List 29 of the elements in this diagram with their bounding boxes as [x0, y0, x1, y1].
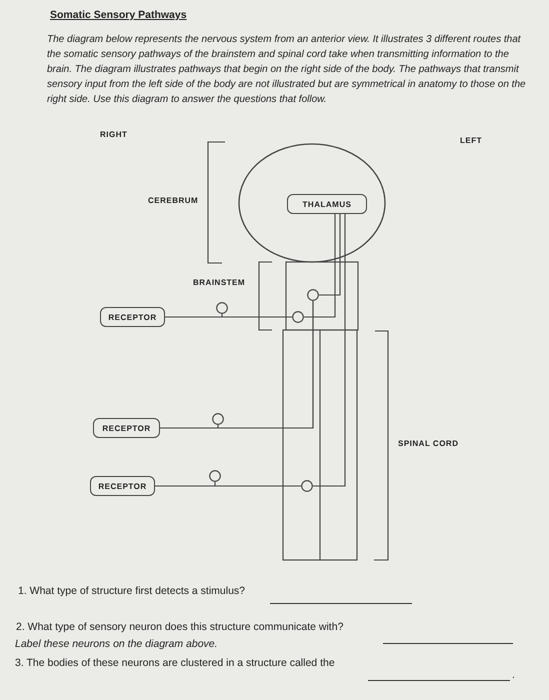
neuron-cell-body — [292, 311, 304, 323]
receptor-box: RECEPTOR — [93, 418, 160, 438]
question-text: 1. What type of structure first detects a stimulus? — [18, 585, 246, 597]
receptor-box: RECEPTOR — [100, 307, 165, 327]
cerebrum-oval — [238, 143, 386, 263]
nerve-fiber-line — [221, 314, 292, 318]
structure-label: SPINAL CORD — [398, 439, 458, 448]
question-text: 3. The bodies of these neurons are clustered in a structure called the — [15, 657, 335, 669]
neuron-cell-body — [301, 480, 313, 492]
nerve-fiber-line — [319, 214, 341, 296]
structure-label: CEREBRUM — [148, 196, 198, 205]
worksheet-title: Somatic Sensory Pathways — [50, 9, 187, 21]
side-label: RIGHT — [100, 130, 128, 139]
structure-label: BRAINSTEM — [193, 278, 246, 287]
side-label: LEFT — [460, 136, 482, 145]
instruction-text: Label these neurons on the diagram above. — [15, 638, 218, 650]
nerve-fiber-line — [217, 301, 314, 429]
nerve-fiber-line — [313, 214, 346, 487]
neuron-cell-body — [216, 302, 228, 314]
punctuation-mark: . — [512, 669, 515, 681]
nerve-fiber-line — [304, 214, 336, 318]
neuron-cell-body — [307, 289, 319, 301]
neuron-cell-body — [209, 470, 221, 482]
question-text: 2. What type of sensory neuron does this structure communicate with? — [16, 621, 344, 633]
receptor-box: RECEPTOR — [90, 476, 155, 496]
intro-paragraph: The diagram below represents the nervous system from an anterior view. It illustrates 3 different routes that the somatic sensory pathways of the brainstem and spinal cord take when transmitting information to the brain. The diagram illustrates pathways that begin on the right side of the body. The pathways that transmit sensory input from the left side of the body are not illustrated but are symmetrical in anatomy to those on the right side. Use this diagram to answer the questions that follow. — [47, 33, 527, 107]
thalamus-box: THALAMUS — [287, 194, 367, 214]
nerve-fiber-line — [214, 482, 301, 487]
neuron-cell-body — [212, 413, 224, 425]
